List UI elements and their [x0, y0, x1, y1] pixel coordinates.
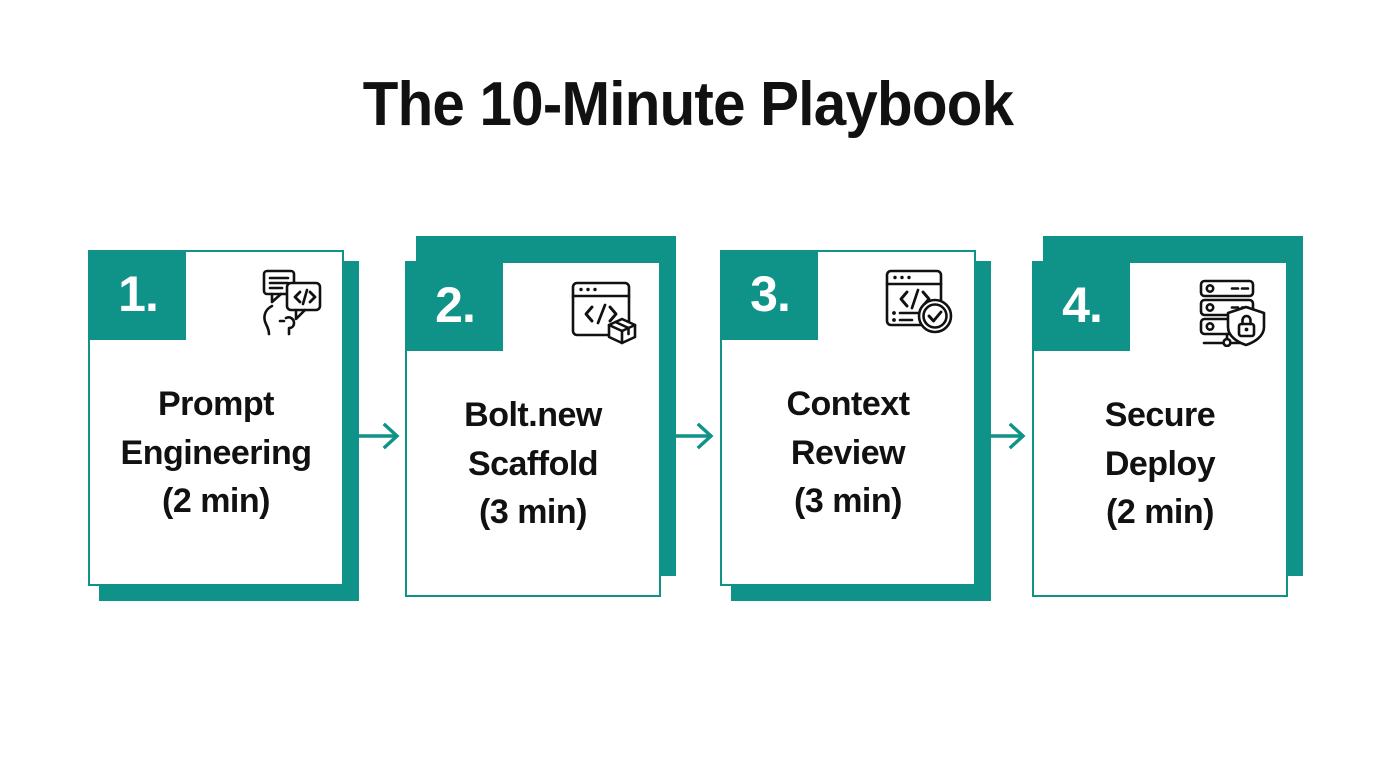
step-number-badge: 4. [1034, 263, 1130, 351]
step-number-badge: 2. [407, 263, 503, 351]
step-card-2[interactable]: 2. [405, 236, 676, 608]
page-title: The 10-Minute Playbook [362, 70, 1014, 139]
code-window-check-icon [880, 264, 958, 338]
step-card-1[interactable]: 1. [88, 236, 359, 608]
arrow-right-icon-2 [666, 420, 722, 452]
arrow-right-icon-3 [978, 420, 1034, 452]
step-label: Bolt.new Scaffold (3 min) [464, 396, 602, 532]
step-card-4[interactable]: 4. [1032, 236, 1303, 608]
prompt-speech-bubbles-icon [248, 264, 326, 338]
step-label: Secure Deploy (2 min) [1104, 396, 1216, 532]
step-card-body: 2. [405, 261, 661, 597]
step-number-badge: 3. [722, 252, 818, 340]
arrow-right-icon-1 [352, 420, 408, 452]
step-card-3[interactable]: 3. [720, 236, 991, 608]
step-card-body: 1. [88, 250, 344, 586]
step-card-body: 3. [720, 250, 976, 586]
step-number-badge: 1. [90, 252, 186, 340]
playbook-step-flow: 1. [0, 236, 1376, 616]
step-label: Context Review (3 min) [786, 385, 910, 521]
step-card-body: 4. [1032, 261, 1288, 597]
step-label: Prompt Engineering (2 min) [120, 385, 312, 521]
code-window-package-icon [565, 275, 643, 349]
server-shield-lock-icon [1192, 275, 1270, 349]
